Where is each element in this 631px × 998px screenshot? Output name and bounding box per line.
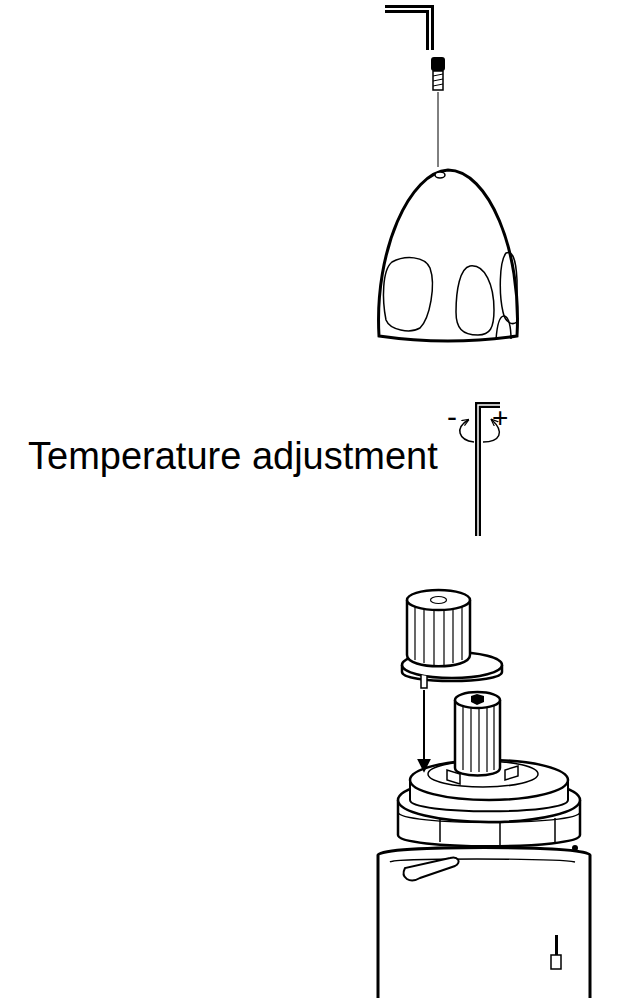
handle-dome xyxy=(379,170,518,341)
cartridge xyxy=(378,692,590,998)
knob-cap xyxy=(402,590,502,770)
caption-label: Temperature adjustment xyxy=(28,437,438,475)
screw xyxy=(431,57,445,167)
hex-key xyxy=(385,9,430,50)
direction-sign: + xyxy=(492,404,508,432)
direction-sign: - xyxy=(447,402,457,432)
